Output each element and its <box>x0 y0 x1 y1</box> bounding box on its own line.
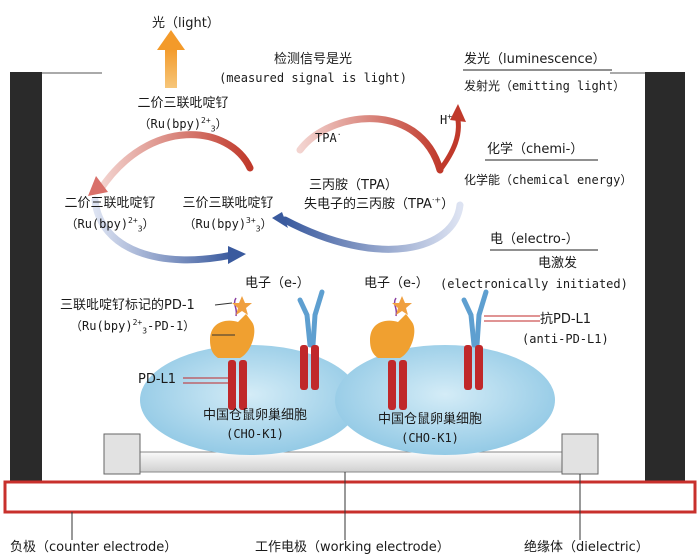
ru3-formula-close: ） <box>260 217 273 231</box>
working-electrode-label: 工作电极（working electrode） <box>255 540 450 555</box>
dielectric-block-right <box>561 433 599 475</box>
ru-top-formula-count: 3 <box>210 124 216 134</box>
cho-right-label-en: (CHO-K1) <box>401 431 459 445</box>
tpa-cation-label: 失电子的三丙胺（TPA·+） <box>304 195 455 213</box>
cho-left-label-cn: 中国仓鼠卵巢细胞 <box>202 408 308 423</box>
h-plus-text: H <box>440 113 448 127</box>
h-plus-hook <box>437 117 461 173</box>
ru3-label-cn: 三价三联吡啶钌 <box>182 196 274 211</box>
pd-l1-receptor-left <box>228 360 247 410</box>
ru-top-formula-charge: 2+ <box>201 116 211 125</box>
luminescence-label: 发光（luminescence） <box>464 52 606 67</box>
anti-pd-l1-label-cn: 抗PD-L1 <box>540 312 592 327</box>
tpa-radical-text: TPA <box>315 131 337 145</box>
ru-top-formula-close: ） <box>215 117 228 131</box>
cycle-blue-arrowhead-right <box>272 212 288 228</box>
ru-left-formula-text: （Ru(bpy) <box>65 217 129 231</box>
pd1-label-cn: 三联吡啶钌标记的PD-1 <box>60 298 195 313</box>
ru-top-formula-text: （Ru(bpy) <box>138 117 202 131</box>
cycle-red-arrowhead-left <box>88 176 108 196</box>
ru3-formula-text: （Ru(bpy) <box>183 217 247 231</box>
pd1-label-formula-count: 3 <box>142 326 148 336</box>
electron-left-label: 电子（e-） <box>245 276 310 291</box>
base-plate <box>3 480 697 514</box>
ru-left-formula-close: ） <box>142 217 155 231</box>
ru3-formula-count: 3 <box>255 224 261 234</box>
anti-pd-l1-antibody-right <box>461 289 489 390</box>
dielectric-label: 绝缘体（dielectric） <box>524 540 649 555</box>
pd1-label-formula: （Ru(bpy)2+3-PD-1） <box>70 318 196 336</box>
ru-label-star-right <box>392 296 412 315</box>
pd1-star-leader <box>214 302 233 306</box>
pd1-label-formula-text: （Ru(bpy) <box>70 319 133 333</box>
left-electrode-wall <box>10 72 42 482</box>
pd-l1-receptor-right <box>388 360 407 410</box>
h-plus-label: H+ <box>440 112 452 128</box>
cycle-blue-arc-right <box>281 201 464 253</box>
electron-right-label: 电子（e-） <box>364 276 429 291</box>
cho-left-label-en: (CHO-K1) <box>226 427 284 441</box>
ru3-formula-charge: 3+ <box>246 216 256 225</box>
ru-labelled-pd1-left <box>210 297 255 358</box>
chemi-label: 化学（chemi-） <box>487 142 584 157</box>
pd1-label-formula-charge: 2+ <box>132 318 143 327</box>
signal-label-cn: 检测信号是光 <box>273 52 353 67</box>
pd-l1-label: PD-L1 <box>138 372 177 387</box>
ru-left-formula: （Ru(bpy)2+3） <box>65 216 155 234</box>
ru-top-label-cn: 二价三联吡啶钌 <box>137 96 229 111</box>
tpa-radical-dot: · <box>336 130 342 139</box>
counter-electrode-label: 负极（counter electrode） <box>10 540 178 555</box>
pd1-label-formula-suffix: -PD-1） <box>147 319 196 333</box>
cho-right-label-cn: 中国仓鼠卵巢细胞 <box>377 412 483 427</box>
cycle-red-arc-right <box>296 115 444 174</box>
cycle-blue-arrowhead-left <box>228 246 246 264</box>
tpa-cation-charge: ·+ <box>431 195 442 205</box>
anti-pd-l1-antibody-left <box>297 289 325 390</box>
working-electrode-rail <box>139 451 563 473</box>
tpa-radical-label: TPA· <box>315 130 342 146</box>
ru-left-formula-charge: 2+ <box>128 216 138 225</box>
dielectric-block-left <box>103 433 141 475</box>
emitting-light-label: 发射光（emitting light） <box>464 79 626 93</box>
ru3-formula: （Ru(bpy)3+3） <box>183 216 273 234</box>
tpa-label: 三丙胺（TPA） <box>309 178 398 193</box>
ru-top-formula: （Ru(bpy)2+3） <box>138 116 228 134</box>
signal-label-en: (measured signal is light) <box>219 71 407 85</box>
tpa-cation-text: 失电子的三丙胺（TPA <box>304 197 432 212</box>
tpa-cation-close: ） <box>441 197 455 212</box>
ru-label-star-left <box>232 296 252 315</box>
excitation-label-en: (electronically initiated) <box>440 277 628 291</box>
excitation-label-cn: 电激发 <box>538 256 578 271</box>
light-label: 光（light） <box>152 16 220 31</box>
ru-left-label-cn: 二价三联吡啶钌 <box>64 196 156 211</box>
right-electrode-wall <box>645 72 685 482</box>
electro-label: 电（electro-） <box>490 232 579 247</box>
h-plus-charge: + <box>447 112 453 121</box>
chemical-energy-label: 化学能（chemical energy） <box>464 173 633 187</box>
ru-left-formula-count: 3 <box>137 224 143 234</box>
anti-pd-l1-label-en: (anti-PD-L1) <box>522 332 609 346</box>
light-emission-arrow <box>157 30 185 88</box>
cycle-red-arc-left <box>96 131 254 194</box>
cycle-blue-arc-left <box>91 196 236 264</box>
ru-labelled-pd1-right <box>370 297 415 358</box>
h-plus-arrowhead <box>450 104 466 122</box>
